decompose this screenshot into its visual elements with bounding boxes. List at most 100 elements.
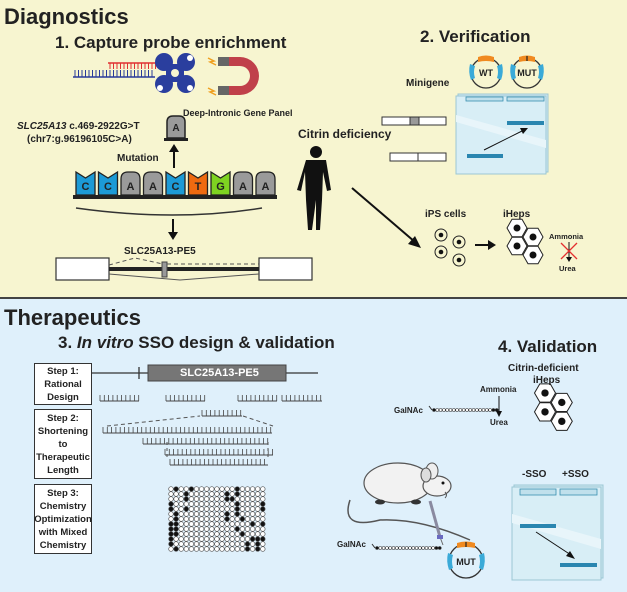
ammonia-to-urea-arrow-icon xyxy=(496,396,502,417)
syringe-icon xyxy=(428,500,444,546)
unmodified-nucleotide xyxy=(239,526,246,532)
sso-nucleotide xyxy=(445,408,450,412)
modified-nucleotide xyxy=(239,531,246,537)
unmodified-nucleotide xyxy=(193,486,200,492)
sso-nucleotide xyxy=(408,546,412,550)
unmodified-nucleotide xyxy=(239,486,246,492)
modified-nucleotide xyxy=(173,511,179,517)
sso-title-prefix: 3. xyxy=(58,333,77,352)
base-shape xyxy=(210,170,231,196)
sso-nucleotide xyxy=(438,408,443,412)
sso-nucleotide xyxy=(491,408,496,412)
unmodified-nucleotide xyxy=(204,526,210,532)
step-3-line: Step 3: xyxy=(47,487,79,499)
iheps-label-2: iHeps xyxy=(533,375,561,386)
modified-nucleotide xyxy=(234,486,240,492)
unmodified-nucleotide xyxy=(204,511,210,517)
blocked-conversion-icon xyxy=(560,242,578,262)
sso-design-title: 3. In vitro SSO design & validation xyxy=(58,333,335,353)
unmodified-nucleotide xyxy=(198,526,205,532)
unmodified-nucleotide xyxy=(204,516,210,522)
unmodified-nucleotide xyxy=(234,496,240,502)
sso-nucleotide xyxy=(435,408,440,412)
unmodified-nucleotide xyxy=(219,506,225,512)
galnac-label-mouse: GalNAc xyxy=(337,540,366,549)
arrow-to-iheps-icon xyxy=(475,240,496,250)
unmodified-nucleotide xyxy=(209,541,215,547)
unmodified-nucleotide xyxy=(183,486,189,492)
step-2-line: Shortening xyxy=(37,425,89,437)
modified-nucleotide xyxy=(255,541,261,547)
arrow-to-ips-icon xyxy=(351,187,421,248)
unmodified-nucleotide xyxy=(198,506,205,512)
nucleotide-C: C xyxy=(75,170,96,196)
unmodified-nucleotide xyxy=(178,486,184,492)
nucleus xyxy=(513,242,521,250)
unmodified-nucleotide xyxy=(188,516,195,522)
verification-title: 2. Verification xyxy=(420,27,531,46)
mutation-arrow-icon xyxy=(169,144,179,168)
modified-nucleotide xyxy=(234,511,240,517)
unmodified-nucleotide xyxy=(209,486,215,492)
unmodified-nucleotide xyxy=(183,546,189,552)
base-letter: A xyxy=(262,181,270,193)
unmodified-nucleotide xyxy=(193,506,200,512)
modified-nucleotide xyxy=(255,546,261,552)
validation-gel xyxy=(511,484,604,581)
unmodified-nucleotide xyxy=(234,531,240,537)
unmodified-nucleotide xyxy=(214,506,220,512)
unmodified-nucleotide xyxy=(209,506,215,512)
unmodified-nucleotide xyxy=(204,491,210,497)
unmodified-nucleotide xyxy=(214,511,220,517)
modified-nucleotide xyxy=(260,501,266,507)
unmodified-nucleotide xyxy=(214,491,220,497)
step-2-line: Therapeutic xyxy=(36,451,90,463)
modified-nucleotide xyxy=(234,506,240,512)
nucleus xyxy=(558,398,566,407)
unmodified-nucleotide xyxy=(183,531,189,537)
sso-exon-label: SLC25A13-PE5 xyxy=(180,367,259,379)
sso-nucleotide xyxy=(385,546,389,550)
unmodified-nucleotide xyxy=(204,541,210,547)
unmodified-nucleotide xyxy=(173,541,179,547)
unmodified-nucleotide xyxy=(178,536,184,542)
modified-nucleotide xyxy=(168,541,174,547)
unmodified-nucleotide xyxy=(255,501,261,507)
base-letter: A xyxy=(239,181,247,193)
sso-nucleotide xyxy=(424,546,429,550)
modified-nucleotide xyxy=(168,501,174,507)
unmodified-nucleotide xyxy=(183,521,189,527)
minigene-mutant-construct xyxy=(381,116,447,126)
unmodified-nucleotide xyxy=(255,521,261,527)
unmodified-nucleotide xyxy=(214,536,220,542)
modified-nucleotide xyxy=(173,521,179,527)
galnac-sso-icon xyxy=(428,405,499,412)
sso-nucleotide xyxy=(488,408,492,412)
modified-nucleotide xyxy=(173,531,179,537)
plasmid-wt-label: WT xyxy=(479,68,493,78)
unmodified-nucleotide xyxy=(255,506,261,512)
sso-nucleotide xyxy=(411,546,416,550)
sso-nucleotide xyxy=(481,408,486,412)
unmodified-nucleotide xyxy=(229,531,235,537)
unmodified-nucleotide xyxy=(214,521,220,527)
unmodified-nucleotide xyxy=(260,546,266,552)
diagnostics-title: Diagnostics xyxy=(4,4,129,29)
unmodified-nucleotide xyxy=(239,506,246,512)
variant-cdna: c.469-2922G>T xyxy=(66,121,140,132)
unmodified-nucleotide xyxy=(229,511,235,517)
unmodified-nucleotide xyxy=(168,486,174,492)
nucleus xyxy=(558,417,566,426)
step-2-line: Length xyxy=(47,464,79,476)
step-1-line: Design xyxy=(47,391,79,403)
unmodified-nucleotide xyxy=(244,501,251,507)
unmodified-nucleotide xyxy=(193,501,200,507)
variant-label: SLC25A13 c.469-2922G>T xyxy=(17,121,140,132)
unmodified-nucleotide xyxy=(219,526,225,532)
sso-nucleotide xyxy=(475,408,479,412)
base-shape xyxy=(97,170,119,196)
nucleus xyxy=(529,233,537,241)
sso-nucleotide xyxy=(458,408,463,412)
